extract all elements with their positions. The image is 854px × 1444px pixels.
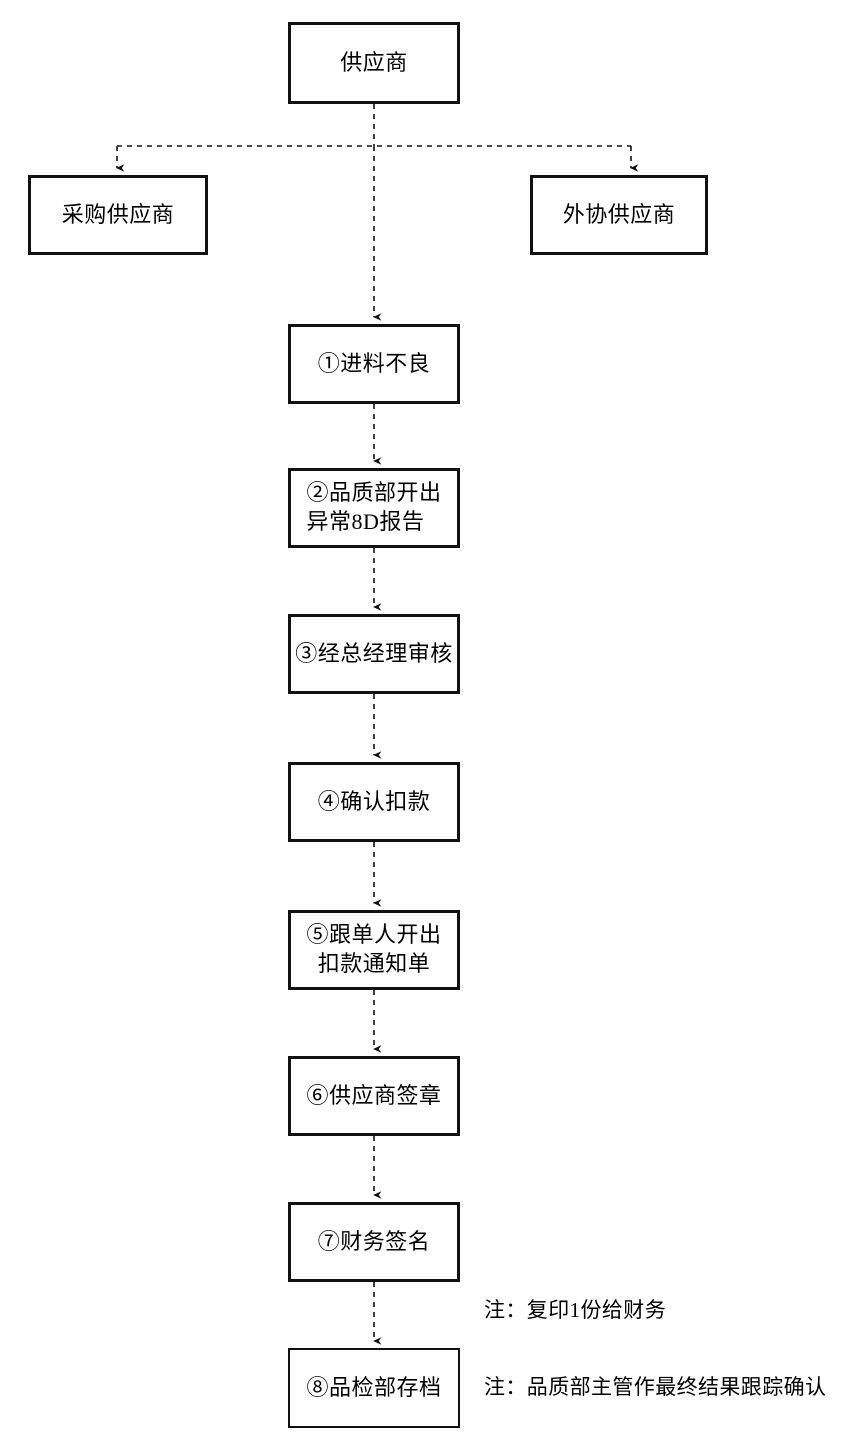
node-step6-label: ⑥供应商签章 [306, 1082, 442, 1108]
node-purchase-supplier-label: 采购供应商 [61, 201, 175, 227]
node-step7-finance-signature[interactable]: ⑦财务签名 [288, 1202, 460, 1282]
node-step7-label: ⑦财务签名 [317, 1228, 431, 1254]
node-step4-confirm-deduction[interactable]: ④确认扣款 [288, 762, 460, 842]
node-step5-label: ⑤跟单人开出 扣款通知单 [306, 922, 442, 976]
node-step6-supplier-seal[interactable]: ⑥供应商签章 [288, 1056, 460, 1136]
node-outsourcing-supplier-label: 外协供应商 [562, 201, 676, 227]
node-step5-deduction-notice[interactable]: ⑤跟单人开出 扣款通知单 [288, 910, 460, 990]
node-step1-incoming-defect[interactable]: ①进料不良 [288, 324, 460, 404]
edge-supplier-to-branches [116, 104, 639, 172]
node-outsourcing-supplier[interactable]: 外协供应商 [530, 175, 708, 255]
node-step2-qa-8d-report[interactable]: ②品质部开出 异常8D报告 [288, 468, 460, 548]
node-step1-label: ①进料不良 [317, 350, 431, 376]
node-step4-label: ④确认扣款 [317, 788, 431, 814]
node-step8-label: ⑧品检部存档 [306, 1374, 442, 1400]
node-supplier[interactable]: 供应商 [288, 22, 460, 104]
node-step3-gm-review[interactable]: ③经总经理审核 [288, 614, 460, 694]
note-qa-followup: 注：品质部主管作最终结果跟踪确认 [484, 1375, 827, 1399]
node-step3-label: ③经总经理审核 [295, 640, 453, 666]
node-supplier-label: 供应商 [340, 49, 408, 75]
node-purchase-supplier[interactable]: 采购供应商 [28, 175, 208, 255]
note-finance-copy: 注：复印1份给财务 [484, 1298, 667, 1322]
node-step2-label: ②品质部开出 异常8D报告 [306, 480, 442, 534]
node-step8-qc-archive[interactable]: ⑧品检部存档 [288, 1348, 460, 1428]
